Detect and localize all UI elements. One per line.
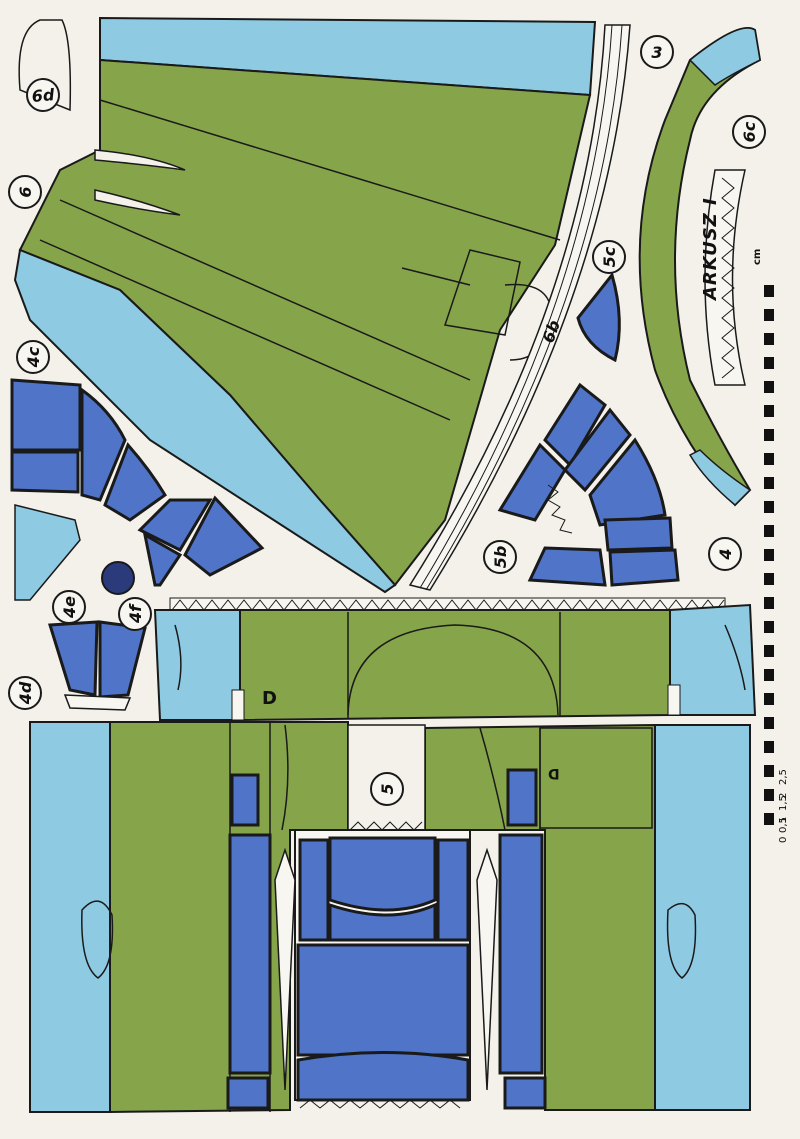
part-label-4c: 4c xyxy=(16,340,50,374)
part-6b-strip xyxy=(408,24,631,591)
scale-unit: cm xyxy=(752,248,763,265)
part-3-arc xyxy=(638,27,762,507)
scale-number: 2,5 xyxy=(778,769,789,785)
part-6c-zigzag xyxy=(704,169,746,386)
part-6d-outline xyxy=(18,19,72,112)
part-4c-windows xyxy=(10,378,265,587)
part-label-4f: 4f xyxy=(118,597,152,631)
part-5-panel xyxy=(29,721,751,1114)
cm-scale: cm 2,5 2 1,5 1 0,5 0 xyxy=(752,245,792,845)
part-label-5b: 5b xyxy=(483,540,517,574)
part-5b-windows xyxy=(497,382,680,587)
sheet-title: ARKUSZ I xyxy=(700,197,721,300)
part-label-4e: 4e xyxy=(52,590,86,624)
part-label-4: 4 xyxy=(708,537,742,571)
part-label-3: 3 xyxy=(640,35,674,69)
scale-number: 0 xyxy=(778,836,789,843)
part-4f-disc xyxy=(101,561,135,595)
part-6-panel xyxy=(13,16,597,594)
part-5c-window xyxy=(576,271,621,363)
scale-number: 0,5 xyxy=(778,817,789,833)
part-label-5: 5 xyxy=(370,772,404,806)
scale-number: 1,5 xyxy=(778,795,789,811)
small-blue-piece xyxy=(14,504,81,601)
edge-mark-d-1: D xyxy=(262,688,277,709)
part-label-5c: 5c xyxy=(592,240,626,274)
part-label-6c: 6c xyxy=(732,115,766,149)
part-4-band xyxy=(153,597,757,722)
part-label-4d: 4d xyxy=(8,676,42,710)
edge-mark-d-2: D xyxy=(548,765,560,781)
part-label-6: 6 xyxy=(8,175,42,209)
part-4e-windows xyxy=(48,620,147,711)
